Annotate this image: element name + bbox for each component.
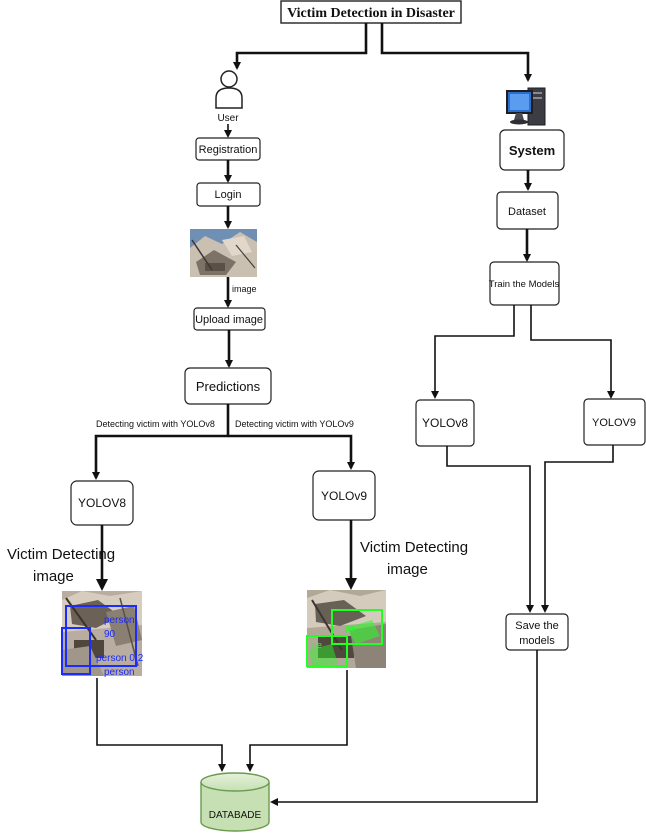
save-models-label-line2: models — [519, 635, 555, 647]
upload-image-label: Upload image — [195, 314, 263, 326]
dataset-node: Dataset — [496, 191, 559, 230]
system-label: System — [509, 143, 555, 158]
title-node: Victim Detection in Disaster — [280, 0, 462, 24]
image-connector-label: image — [232, 284, 257, 294]
user-label: User — [217, 113, 239, 124]
yolov8-overlay-label-4: person — [104, 667, 135, 678]
registration-node: Registration — [195, 137, 261, 161]
dataset-label: Dataset — [508, 206, 546, 218]
connector-yolov8-result-database — [96, 678, 226, 772]
yolov9-label: YOLOv9 — [321, 489, 367, 503]
connector-train-yolov9 — [530, 305, 615, 399]
yolov8-result-caption-line1: Victim Detecting — [7, 546, 115, 563]
upload-image-node: Upload image — [193, 307, 266, 331]
database-node: DATABADE — [200, 772, 270, 832]
yolov8-node: YOLOV8 — [70, 480, 134, 526]
login-node: Login — [196, 182, 261, 207]
yolov9-node: YOLOv9 — [312, 470, 376, 521]
yolov8-overlay-label-1: person — [104, 615, 135, 626]
registration-label: Registration — [199, 144, 258, 156]
computer-icon — [506, 87, 546, 126]
save-models-label-line1: Save the — [515, 620, 558, 632]
connector-predictions-yolov8 — [92, 404, 230, 480]
predictions-label: Predictions — [196, 379, 261, 394]
connector-yolov9-save — [541, 445, 614, 613]
input-disaster-image — [190, 229, 257, 277]
yolov9-overlay-label-2: pe — [312, 640, 322, 650]
yolov9-overlay-label-1: pe — [345, 623, 355, 633]
branch-label-yolov9: Detecting victim with YOLOv9 — [235, 419, 354, 429]
branch-label-yolov8: Detecting victim with YOLOv8 — [96, 419, 215, 429]
yolov8-detection-image: person 90 person 0.2 person — [61, 591, 144, 678]
system-yolov9-label: YOLOV9 — [592, 417, 636, 429]
connector-save-database — [270, 650, 538, 806]
train-models-label: Train the Models — [489, 279, 560, 290]
user-icon — [215, 70, 243, 109]
yolov9-result-caption-line2: image — [387, 561, 428, 578]
yolov8-result-caption-line2: image — [33, 568, 74, 585]
system-yolov8-label: YOLOv8 — [422, 416, 468, 430]
yolov8-overlay-label-2: 90 — [104, 629, 116, 640]
system-yolov8-node: YOLOv8 — [415, 399, 475, 447]
database-label: DATABADE — [209, 810, 262, 821]
connector-train-yolov8 — [431, 305, 515, 399]
connector-yolov8-save — [446, 446, 534, 613]
connector-predictions-yolov9 — [228, 434, 355, 470]
train-models-node: Train the Models — [489, 261, 560, 306]
save-models-node: Save the models — [505, 613, 569, 651]
yolov8-label: YOLOV8 — [78, 496, 126, 510]
predictions-node: Predictions — [184, 367, 272, 405]
system-yolov9-node: YOLOV9 — [583, 398, 646, 446]
diagram-title: Victim Detection in Disaster — [287, 6, 455, 21]
connector-title-system — [380, 23, 532, 82]
yolov9-result-caption-line1: Victim Detecting — [360, 539, 468, 556]
yolov9-detection-image: pe pe — [306, 590, 386, 668]
connector-title-user — [233, 23, 368, 70]
login-label: Login — [215, 189, 242, 201]
yolov8-overlay-label-3: person 0.2 — [96, 653, 144, 664]
connector-yolov9-result-database — [246, 670, 348, 772]
system-node: System — [499, 129, 565, 171]
